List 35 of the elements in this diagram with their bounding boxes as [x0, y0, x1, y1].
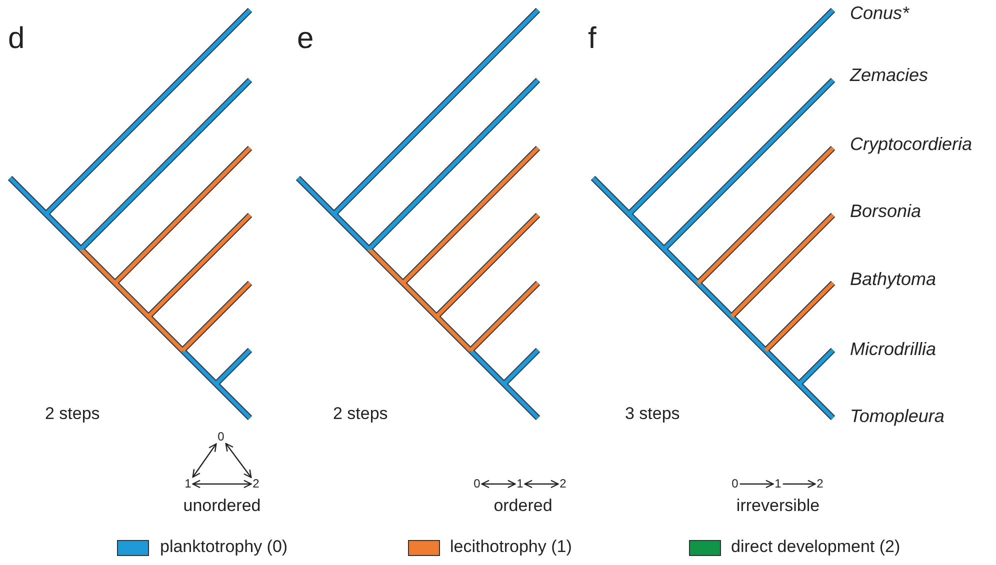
- step-count: 2 steps: [333, 405, 388, 424]
- legend-label: planktotrophy (0): [160, 538, 288, 557]
- state-label: 0: [218, 430, 224, 444]
- taxon-name: Tomopleura: [850, 407, 944, 427]
- model-label: unordered: [183, 497, 261, 516]
- panel-letter: d: [8, 22, 25, 55]
- arrow: [782, 480, 816, 488]
- state-label: 1: [184, 477, 192, 491]
- state-label: 1: [516, 477, 524, 491]
- state-label: 2: [560, 477, 566, 491]
- model-label: ordered: [494, 497, 552, 516]
- arrow: [192, 443, 217, 478]
- state-label: 1: [774, 477, 782, 491]
- taxon-name: Bathytoma: [850, 270, 936, 290]
- legend-label: direct development (2): [731, 538, 900, 557]
- taxon-name: Zemacies: [850, 66, 928, 86]
- step-count: 2 steps: [45, 405, 100, 424]
- state-label: 0: [474, 477, 480, 491]
- taxon-name: Microdrillia: [850, 340, 936, 360]
- arrow: [524, 480, 559, 488]
- arrow: [481, 480, 516, 488]
- taxon-name: Conus*: [850, 4, 910, 24]
- legend-label: lecithotrophy (1): [450, 538, 572, 557]
- arrow: [225, 442, 252, 478]
- state-label: 0: [732, 477, 738, 491]
- taxon-name: Borsonia: [850, 202, 922, 222]
- arrow: [192, 480, 252, 488]
- state-label: 2: [252, 477, 260, 491]
- step-count: 3 steps: [625, 405, 680, 424]
- panel-letter: f: [588, 22, 596, 55]
- state-label: 2: [816, 477, 824, 491]
- model-label: irreversible: [736, 497, 820, 516]
- panel-letter: e: [297, 22, 314, 55]
- taxon-name: Cryptocordieria: [850, 135, 972, 155]
- arrow: [740, 480, 774, 488]
